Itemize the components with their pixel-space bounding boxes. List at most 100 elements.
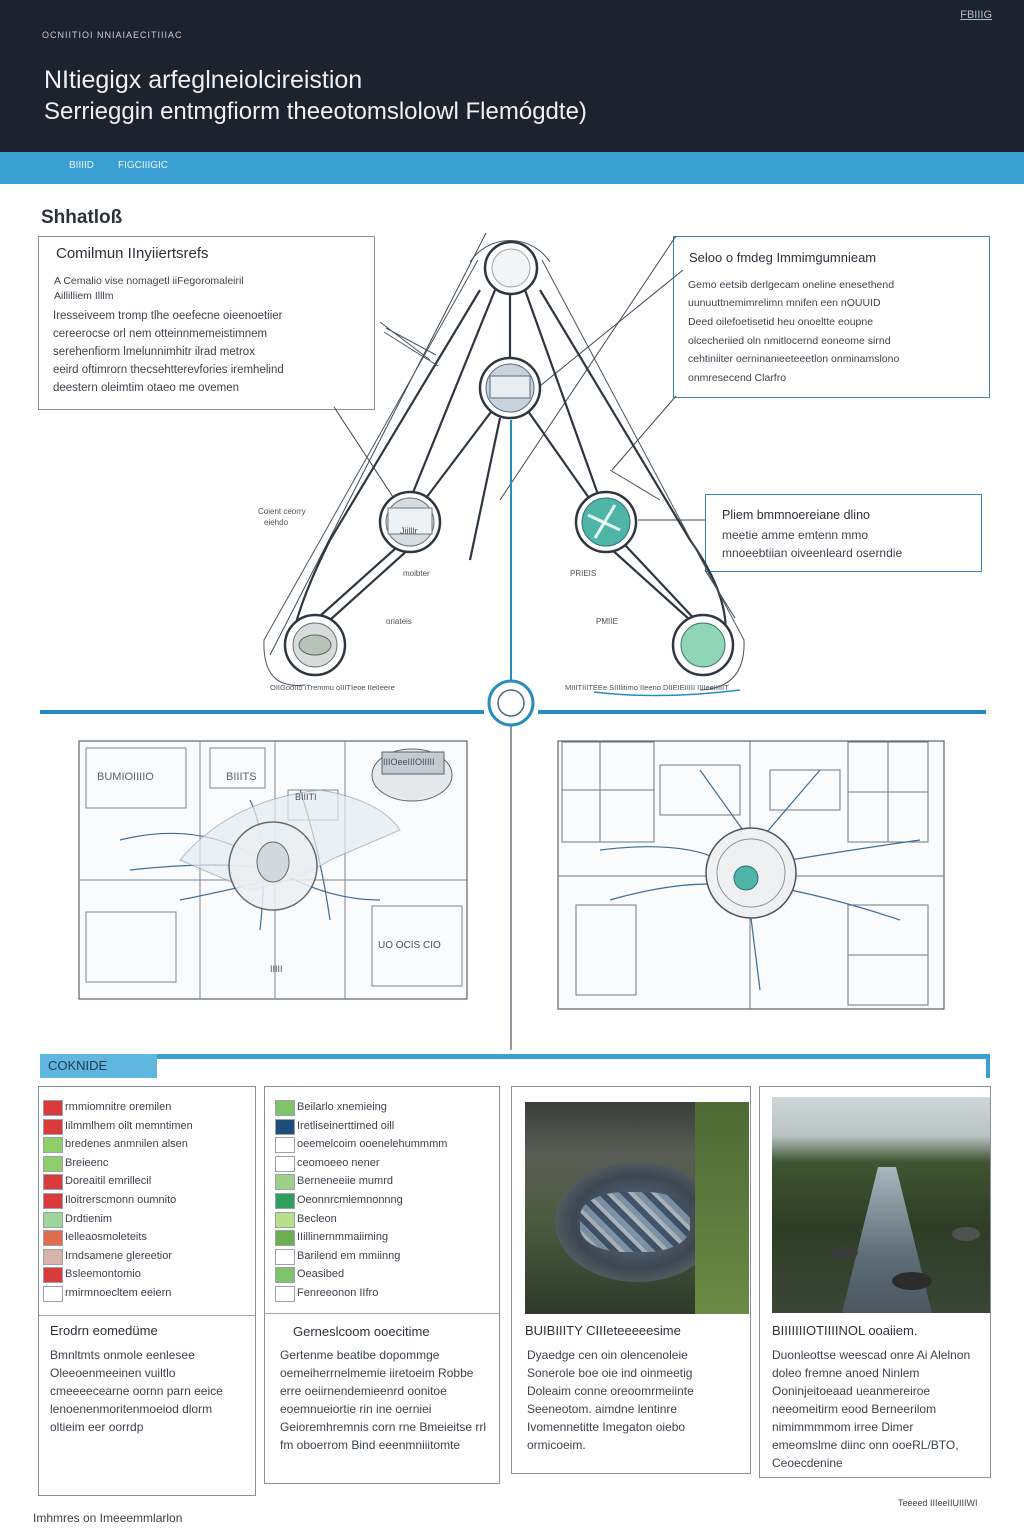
intro-line-6: eeird oftimrorn thecsehtterevfories irem…	[53, 364, 284, 376]
label-prieis: PRIEIS	[570, 569, 597, 578]
node-top	[483, 240, 539, 296]
label-bottom-left: OIIGooIIo iTremmu oIIITIeoe IIeiIeere	[270, 683, 395, 692]
footer-right: Teeeed IIIeeIIUIIIWI	[898, 1498, 978, 1508]
nav-item-1[interactable]: BIIIID	[69, 160, 95, 171]
legend-swatch	[275, 1248, 295, 1265]
legend-item: Beilarlo xnemieing	[271, 1099, 491, 1117]
legend-item: Iretliseinerttimed oill	[271, 1118, 491, 1136]
plan-label-3: BIIITI	[295, 792, 317, 802]
legend-swatch	[275, 1155, 295, 1172]
photo-card-3: BUIBIIITY CIIIeteeeeesime Dyaedge cen oi…	[511, 1086, 751, 1474]
intro-line-7: deestern oleimtim otaeo me ovemen	[53, 382, 240, 394]
context-tab-end	[986, 1054, 990, 1078]
legend-swatch	[275, 1137, 295, 1154]
legend-swatch	[43, 1100, 63, 1116]
debris	[580, 1192, 690, 1252]
label-moibter: moibter	[403, 569, 430, 578]
mid-right-line-1: Pliem bmmnoereiane dlino	[722, 508, 870, 522]
legend-label: rmirmnoecltem eeiern	[65, 1287, 172, 1299]
node-hub	[478, 356, 542, 420]
legend-item: Bsleemontomio	[39, 1266, 255, 1284]
legend-label: Breieenc	[65, 1156, 109, 1169]
legend-label: Drdtienim	[65, 1212, 113, 1225]
legend-label: Irndsamene glereetior	[65, 1249, 173, 1262]
legend-item: Barilend em mmiinng	[271, 1248, 491, 1266]
label-plate: Jiilllr	[400, 526, 418, 536]
card-4-title: BIIIIIIIOTIIIINOL ooaiiem.	[772, 1323, 918, 1338]
header-kicker: OCNIITIOI NNIAIAECITIIIAC	[42, 30, 183, 40]
legend-item: rmirmnoecltem eeiern	[39, 1285, 255, 1303]
nav-bar: BIIIID FIGCIIIGIC	[0, 152, 1024, 184]
label-bottom-right: MIIITIIITEEe SIIIlitimo IIeeno DIIEIEIII…	[565, 683, 729, 692]
page-title: NItiegigx arfeglneiolcireistion	[44, 66, 363, 94]
legend-swatch	[43, 1248, 63, 1265]
legend-item: Becleon	[271, 1211, 491, 1229]
legend-swatch	[275, 1193, 295, 1209]
legend-label: Beilarlo xnemieing	[297, 1101, 387, 1113]
page-subtitle: Serrieggin entmgfiorm theeotomslolowl Fl…	[44, 98, 587, 125]
right-line-2: uunuuttnemimrelimn mnifen een nOUUID	[688, 297, 881, 309]
legend-item: Iilmmlhem oilt memntimen	[39, 1118, 255, 1136]
legend-label: Doreaitil emrillecil	[65, 1175, 152, 1188]
right-line-3: Deed oilefoetisetid heu onoeltte eoupne	[688, 316, 874, 328]
plan-label-1: BUMIOIIIIO	[97, 771, 154, 783]
legend-swatch	[275, 1286, 295, 1302]
legend-item: Oeasibed	[271, 1266, 491, 1284]
header-tag-link[interactable]: FBIIIG	[960, 9, 992, 21]
rock	[832, 1247, 858, 1259]
legend-item: Iloitrerscmonn oumnito	[39, 1192, 255, 1210]
rock	[952, 1227, 980, 1241]
legend-swatch	[275, 1174, 295, 1191]
legend-label: Iretliseinerttimed oill	[297, 1119, 395, 1132]
legend-label: ceomoeeo nener	[297, 1156, 380, 1169]
legend-swatch	[43, 1174, 63, 1191]
legend-item: Doreaitil emrillecil	[39, 1173, 255, 1191]
mid-right-line-3: mnoeebtiian oiveenleard oserndie	[722, 546, 903, 560]
label-phaiie: PMIIE	[596, 617, 618, 626]
legend-label: Bsleemontomio	[65, 1268, 141, 1281]
legend-label: Iilmmlhem oilt memntimen	[65, 1119, 193, 1132]
right-textbox: Seloo o fmdeg Immimgumnieam Gemo eetsib …	[673, 236, 990, 398]
photo-card-4: BIIIIIIIOTIIIINOL ooaiiem. Duonleottse w…	[759, 1086, 991, 1478]
context-section-title: COKNIDE	[48, 1058, 108, 1073]
intro-line-4: cereerocse orl nem otteinnmemeistimnem	[53, 328, 268, 340]
plan-label-4: IIIOeeIIIOIIIII	[383, 757, 435, 767]
intro-line-2: Aillilliem Illlm	[54, 290, 114, 302]
right-line-4: olcecheriied oln nmitlocernd eoneome sir…	[688, 335, 891, 347]
legend-swatch	[43, 1137, 63, 1154]
legend-label: Ielleaosmoleteits	[65, 1231, 147, 1244]
legend-label: rmmiomnitre oremilen	[65, 1101, 172, 1113]
plan-label-2: BIIITS	[226, 771, 257, 783]
right-line-6: onmresecend Clarfro	[688, 372, 787, 384]
legend-label: Oeonnrcmiemnonnng	[297, 1194, 403, 1206]
rock	[892, 1272, 932, 1290]
legend-label: Fenreeonon IIfro	[297, 1287, 379, 1299]
river-water	[842, 1167, 932, 1313]
card-2-title: Gerneslcoom ooecitime	[293, 1324, 430, 1339]
node-right	[574, 490, 638, 554]
right-site-plan	[557, 740, 945, 1010]
legend-swatch	[43, 1230, 63, 1247]
right-line-1: Gemo eetsib derlgecam oneline enesethend	[688, 279, 895, 291]
legend-label: Barilend em mmiinng	[297, 1249, 401, 1262]
plan-label-6: UO OCIS CIO	[378, 940, 441, 951]
card-3-title: BUIBIIITY CIIIeteeeeesime	[525, 1323, 681, 1338]
legend-label: Becleon	[297, 1212, 337, 1225]
divider	[265, 1313, 499, 1314]
card-4-text: Duonleottse weescad onre Ai Alelnon dole…	[772, 1348, 971, 1470]
card-1-title: Erodrn eomedüme	[50, 1323, 158, 1338]
legend-swatch	[275, 1118, 295, 1135]
legend-label: bredenes anmnilen alsen	[65, 1138, 188, 1151]
node-left	[378, 490, 442, 554]
legend-item: Berneneeiie mumrd	[271, 1173, 491, 1191]
label-oriateis: oriateis	[386, 617, 412, 626]
legend-swatch	[43, 1211, 63, 1228]
label-left-small-2: eiehdo	[264, 518, 289, 527]
legend-swatch	[275, 1267, 295, 1284]
card-2-text: Gertenme beatibe dopommge oemeiherrnelme…	[280, 1348, 487, 1452]
nav-item-2[interactable]: FIGCIIIGIC	[118, 160, 168, 171]
